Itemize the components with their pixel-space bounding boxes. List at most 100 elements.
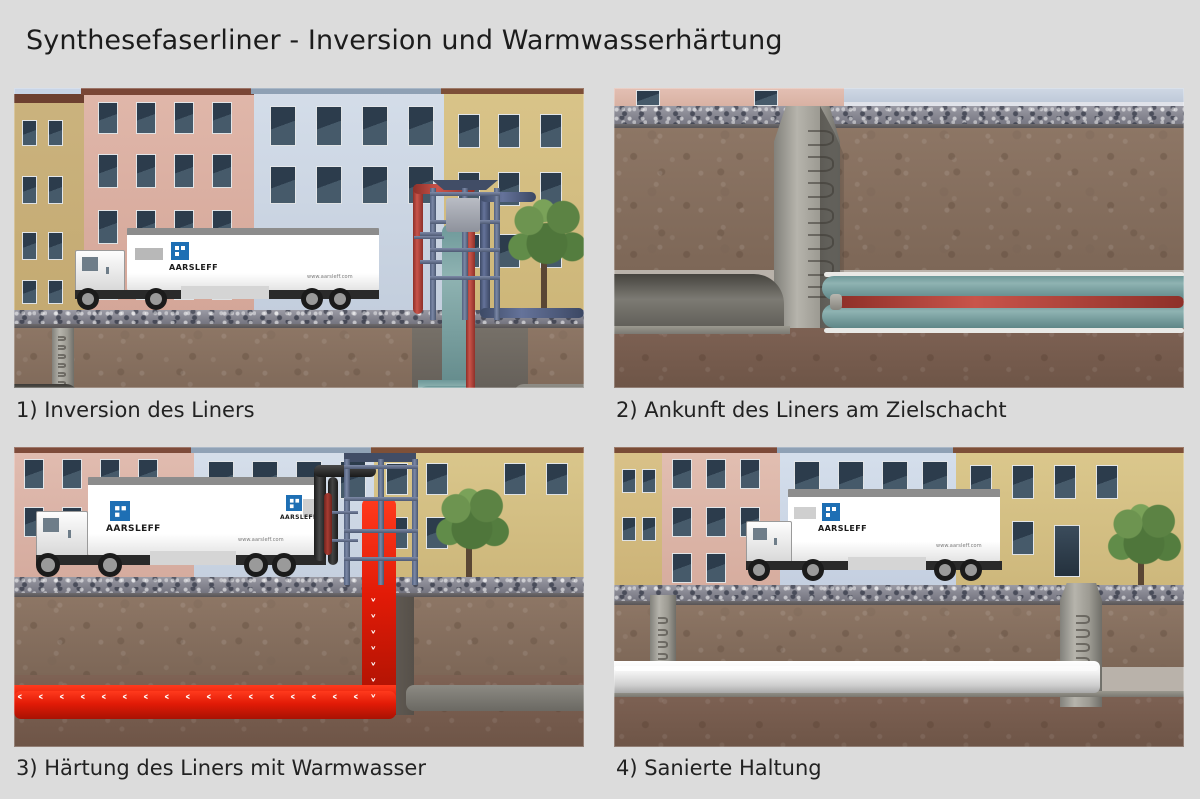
roof — [614, 447, 665, 453]
scaffold-brace — [344, 465, 418, 469]
panel-4-caption: 4) Sanierte Haltung — [616, 756, 822, 780]
window — [622, 469, 636, 493]
panel-2-arrival — [614, 88, 1184, 388]
shaft-rung — [1076, 643, 1090, 652]
panel-3-curing: AARSLEFF AARSLEFF www.aarsleff.com — [14, 447, 584, 747]
aarsleff-url: www.aarsleff.com — [307, 274, 353, 280]
window — [498, 114, 520, 148]
roof — [14, 94, 87, 103]
window — [622, 517, 636, 541]
flow-arrow-icon: ˂ — [79, 693, 87, 711]
sewer-pipe-bore-right — [514, 384, 584, 388]
flow-arrow-icon: ˂ — [247, 693, 255, 711]
red-hose-vertical — [466, 216, 475, 388]
window — [1012, 521, 1034, 555]
flow-arrow-icon: ˅ — [370, 630, 377, 645]
flow-arrow-icon: ˂ — [163, 693, 171, 711]
aarsleff-logo-text: AARSLEFF — [106, 524, 161, 534]
flow-arrow-icon: ˅ — [370, 662, 377, 677]
shaft-rung — [808, 130, 834, 146]
cab-door-handle — [68, 530, 71, 538]
window — [642, 469, 656, 493]
window — [672, 507, 692, 537]
window — [642, 517, 656, 541]
window — [316, 106, 342, 146]
wheel — [329, 288, 351, 310]
roof — [441, 88, 584, 94]
scaffold-column — [462, 188, 468, 320]
aarsleff-truck: AARSLEFF AARSLEFF www.aarsleff.com — [22, 477, 342, 583]
flow-arrow-icon: ˂ — [268, 693, 276, 711]
flow-arrow-icon: ˂ — [184, 693, 192, 711]
wheel — [77, 288, 99, 310]
shaft-rung — [658, 629, 668, 636]
window — [22, 120, 37, 146]
kerb — [614, 124, 1184, 128]
window — [270, 166, 296, 204]
window — [22, 176, 37, 204]
street-surface — [14, 577, 584, 593]
scaffold-column — [494, 188, 500, 320]
red-heat-hose — [836, 296, 1184, 308]
aarsleff-truck: AARSLEFF www.aarsleff.com — [49, 226, 379, 316]
window — [546, 463, 568, 495]
roof — [371, 447, 584, 453]
liner-teal-lower — [822, 304, 1184, 328]
flow-arrow-icon: ˂ — [37, 693, 45, 711]
roof — [953, 447, 1184, 453]
cab-window — [82, 257, 98, 271]
liner-outer-shell-top — [824, 272, 1184, 277]
shaft-rung — [808, 156, 834, 172]
sewer-pipe-bore-left — [614, 274, 784, 330]
window — [62, 459, 82, 489]
flow-arrow-icon: ˅ — [370, 678, 377, 693]
window — [740, 459, 760, 489]
wheel — [272, 553, 296, 577]
truck-cab — [746, 521, 792, 563]
wheel — [802, 559, 824, 581]
window — [136, 102, 156, 134]
door — [1054, 525, 1080, 577]
tree — [502, 196, 584, 278]
aarsleff-truck: AARSLEFF www.aarsleff.com — [736, 489, 1016, 589]
flow-arrow-icon: ˂ — [121, 693, 129, 711]
inversion-tower-scaffold — [414, 180, 512, 320]
panel-3-caption: 3) Härtung des Liners mit Warmwasser — [16, 756, 426, 780]
pipe-invert — [614, 691, 1184, 697]
roof — [659, 447, 783, 453]
aarsleff-logo-icon-rear — [286, 495, 302, 511]
liner-teal-run — [418, 386, 478, 388]
shaft-rung — [658, 617, 668, 624]
window — [98, 210, 118, 244]
shaft-rung — [808, 260, 834, 276]
flow-arrow-icon: ˂ — [142, 693, 150, 711]
aarsleff-logo-icon — [822, 503, 840, 521]
trailer-roof — [788, 491, 1000, 497]
trailer: AARSLEFF www.aarsleff.com — [788, 489, 1000, 561]
tree-trunk — [466, 539, 472, 581]
shaft-rung — [1076, 615, 1090, 624]
aarsleff-url: www.aarsleff.com — [238, 537, 284, 543]
window — [48, 120, 63, 146]
shaft-rung — [58, 363, 66, 368]
roof — [81, 88, 257, 95]
window — [212, 154, 232, 188]
page-title: Synthesefaserliner - Inversion und Warmw… — [26, 25, 783, 56]
window — [754, 90, 778, 106]
soil-lower — [614, 324, 1184, 388]
scaffold-column — [412, 459, 418, 585]
trailer-door-panel — [135, 248, 163, 260]
shaft-rung — [58, 354, 66, 359]
kerb — [14, 324, 584, 328]
wheel — [145, 288, 167, 310]
panel-2-caption: 2) Ankunft des Liners am Zielschacht — [616, 398, 1007, 422]
cab-window — [753, 528, 767, 540]
flow-arrow-icon: ˂ — [289, 693, 297, 711]
wheel — [244, 553, 268, 577]
scaffold-brace — [430, 248, 500, 252]
flow-arrow-icon: ˅ — [370, 614, 377, 629]
window — [174, 154, 194, 188]
sewer-pipe-bore — [14, 384, 78, 388]
hose-end-cap — [830, 294, 842, 310]
